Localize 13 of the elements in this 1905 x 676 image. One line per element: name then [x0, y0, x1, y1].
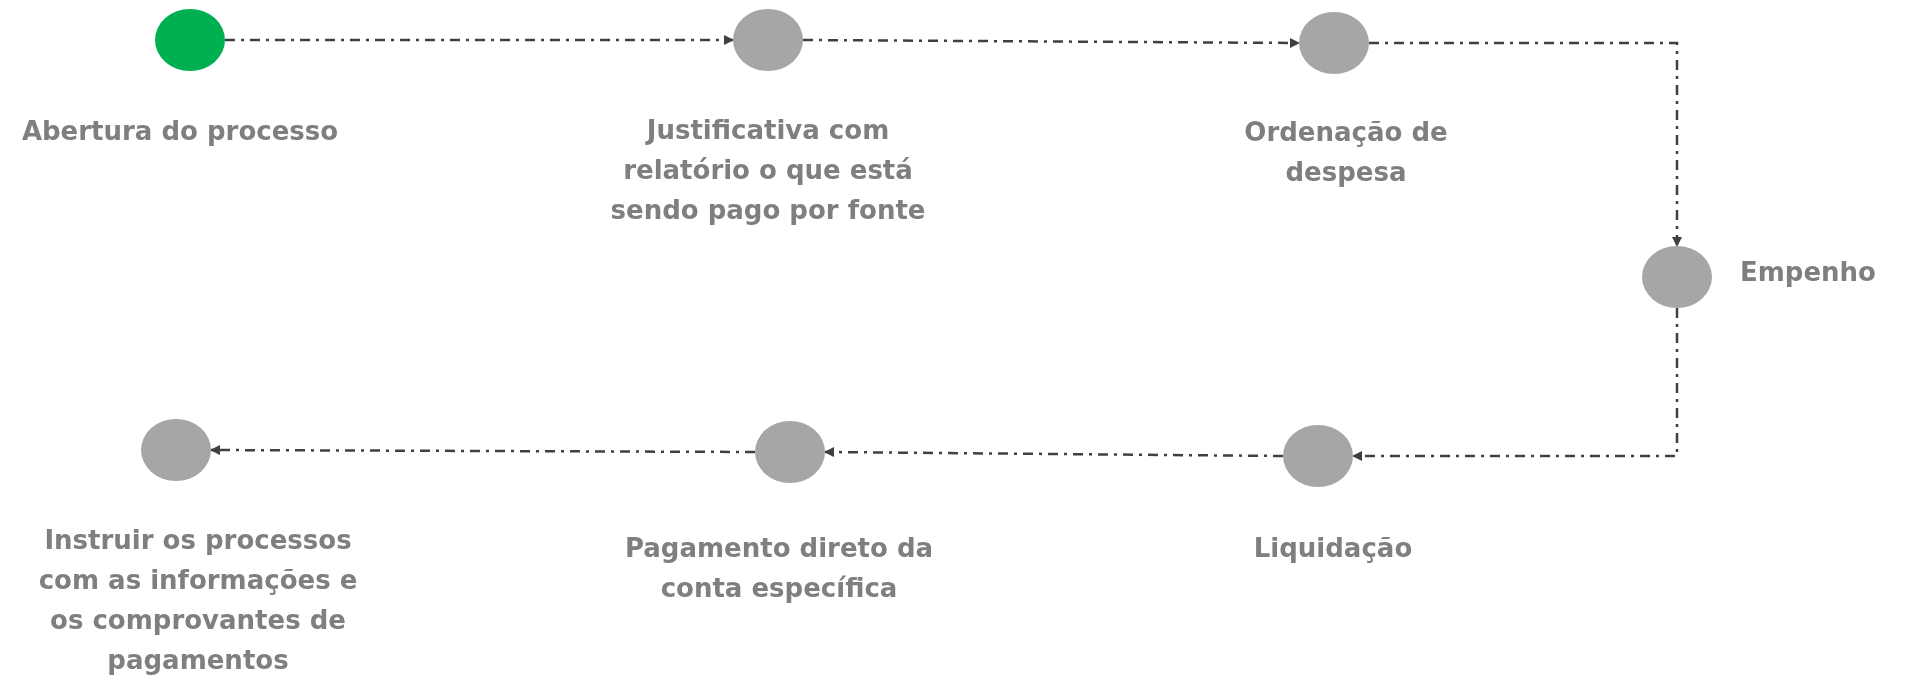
- step-label: Pagamento direto da conta específica: [623, 532, 935, 605]
- arrow: [1369, 41, 1682, 247]
- step-label: Liquidação: [1252, 532, 1414, 565]
- arrow: [225, 35, 734, 45]
- step-label: Empenho: [1740, 256, 1877, 289]
- step-label: Instruir os processos com as informações e os comprovantes de pagamentos: [37, 524, 359, 676]
- arrow: [1352, 308, 1679, 461]
- arrow: [210, 445, 755, 456]
- arrow: [803, 37, 1300, 48]
- step-label: Ordenação de despesa: [1243, 116, 1449, 189]
- step-label: Justificativa com relatório o que está sendo pago por fonte: [609, 114, 927, 227]
- arrow: [824, 447, 1283, 458]
- step-label: Abertura do processo: [20, 115, 340, 148]
